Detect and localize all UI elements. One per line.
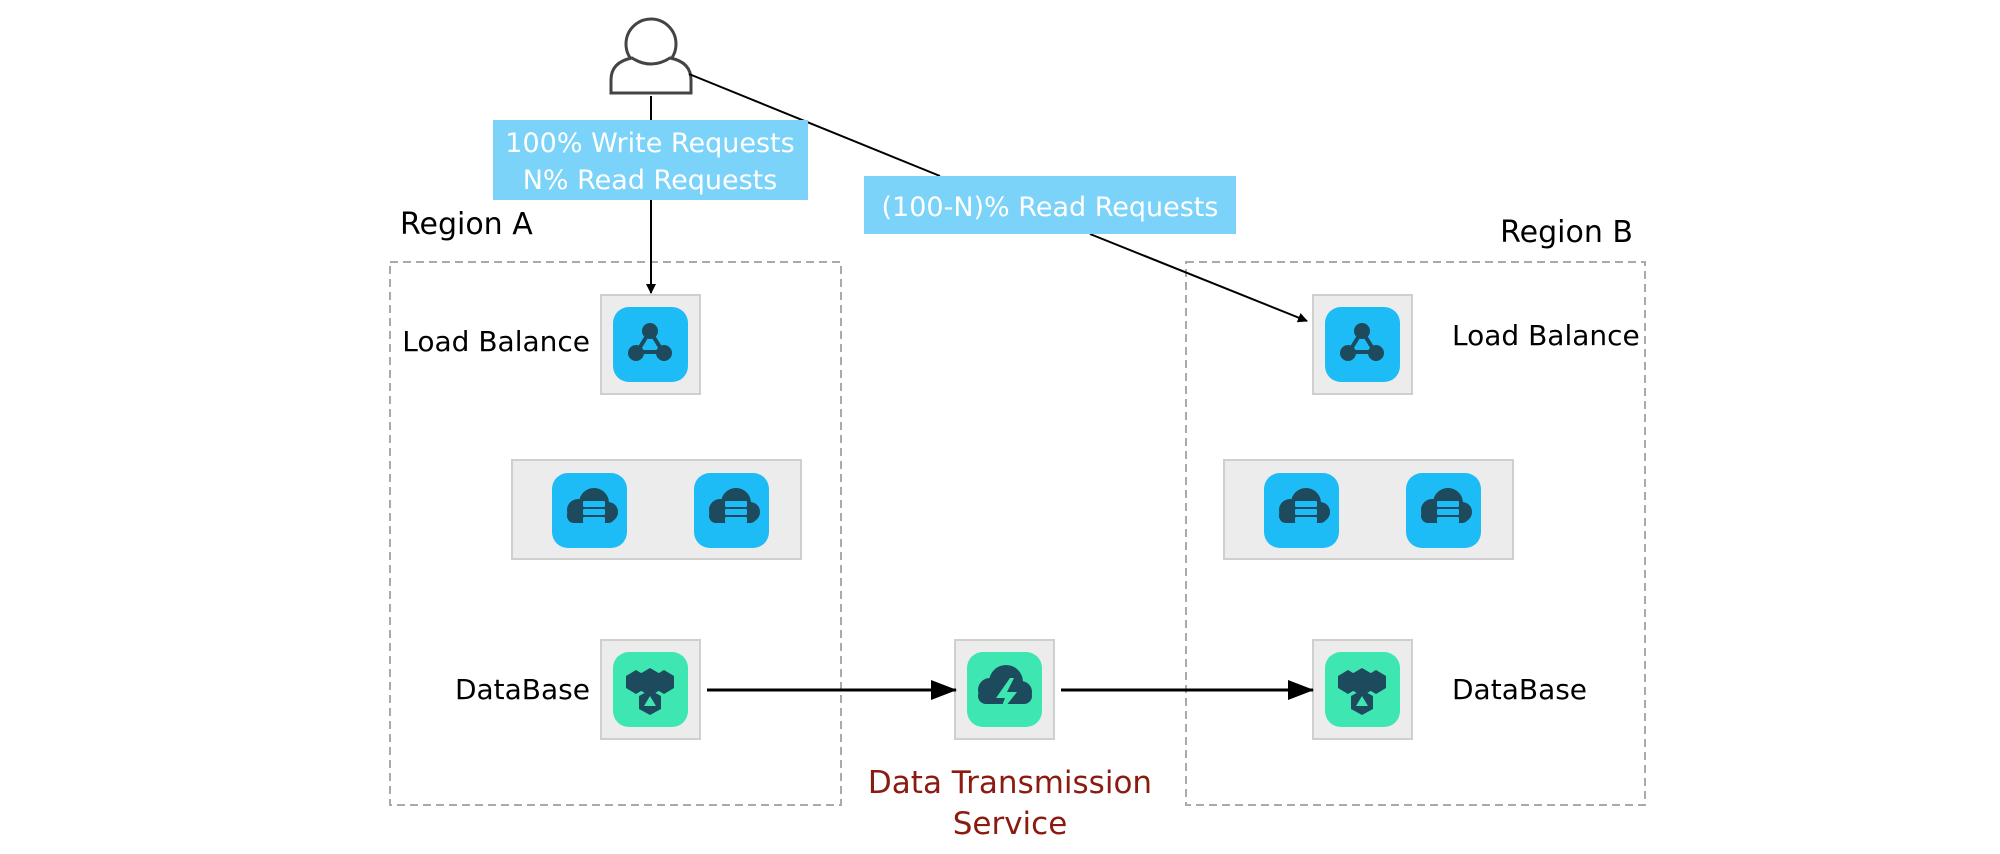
database-icon [1325, 652, 1400, 727]
read-requests-text: N% Read Requests [523, 165, 778, 196]
region-b: Region B [1185, 215, 1646, 806]
database-b: DataBase [1312, 639, 1587, 740]
cloud-server-icon [694, 473, 769, 548]
edge-user-to-region-b [688, 73, 1308, 323]
cloud-server-icon [552, 473, 627, 548]
dts-label-line1: Data Transmission [868, 765, 1152, 801]
load-balancer-icon [613, 307, 688, 382]
region-b-border [1185, 261, 1646, 806]
region-a: Region A [389, 207, 842, 806]
cloud-server-icon [1264, 473, 1339, 548]
region-b-read-label: (100-N)% Read Requests [864, 176, 1236, 234]
user-icon [609, 17, 693, 95]
region-b-read-requests-text: (100-N)% Read Requests [882, 192, 1219, 223]
data-transmission-service: Data Transmission Service [868, 639, 1152, 842]
write-read-label: 100% Write Requests N% Read Requests [493, 120, 808, 200]
region-a-label: Region A [400, 207, 533, 242]
database-a: DataBase [455, 639, 701, 740]
servers-a [511, 459, 802, 560]
servers-b [1223, 459, 1514, 560]
load-balance-a: Load Balance [402, 294, 701, 395]
region-a-border [389, 261, 842, 806]
load-balance-a-label: Load Balance [402, 325, 590, 358]
data-transmission-icon [967, 652, 1042, 727]
load-balance-b-label: Load Balance [1452, 319, 1640, 352]
load-balancer-icon [1325, 307, 1400, 382]
cloud-server-icon [1406, 473, 1481, 548]
dts-label-line2: Service [953, 806, 1068, 842]
database-icon [613, 652, 688, 727]
database-b-label: DataBase [1452, 673, 1587, 706]
load-balance-b: Load Balance [1312, 294, 1640, 395]
write-requests-text: 100% Write Requests [505, 128, 794, 159]
database-a-label: DataBase [455, 673, 590, 706]
region-b-label: Region B [1500, 215, 1633, 250]
